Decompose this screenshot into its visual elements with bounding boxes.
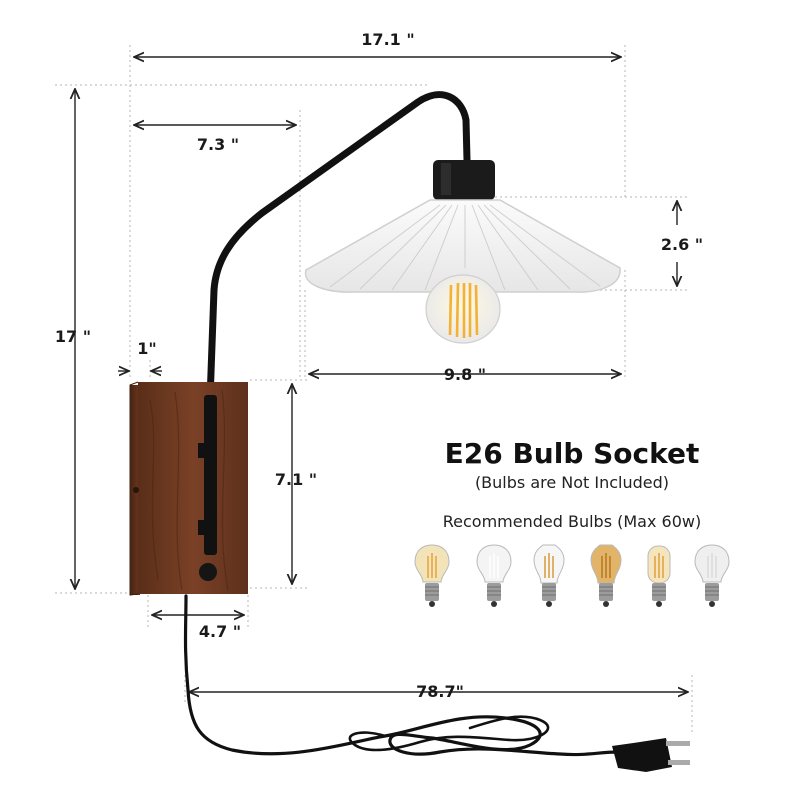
t45-filament-bulb-icon [647, 545, 671, 607]
a19-led-frosted-bulb-icon [694, 544, 730, 607]
a19-led-white-bulb-icon [476, 544, 512, 607]
arm-bracket [204, 395, 217, 555]
arm-reach-label: 7.3 " [197, 135, 239, 154]
mounting-screw-icon [133, 487, 139, 493]
base-width-label: 4.7 " [199, 622, 241, 641]
bulb-filament [448, 282, 479, 338]
recommended-bulbs-label: Recommended Bulbs (Max 60w) [443, 512, 701, 531]
socket-title: E26 Bulb Socket [445, 437, 700, 470]
cord-length-label: 78.7" [416, 682, 464, 701]
lamp-arm [206, 91, 471, 559]
plug-icon [612, 738, 672, 772]
st64-amber-bulb-icon [590, 544, 622, 607]
st64-filament-bulb-icon [533, 544, 565, 607]
base-height-label: 7.1 " [275, 470, 317, 489]
base-depth-label: 1" [137, 339, 156, 358]
total-width-label: 17.1 " [361, 30, 414, 49]
guide-lines [55, 45, 693, 735]
switch-knob [199, 563, 217, 581]
glass-shade [304, 199, 621, 293]
total-height-label: 17 " [55, 327, 91, 346]
shade-ribs [329, 204, 601, 291]
power-cord [183, 594, 620, 757]
socket-note: (Bulbs are Not Included) [475, 473, 669, 492]
wood-base [138, 382, 248, 594]
shade-height-label: 2.6 " [661, 235, 703, 254]
wall-lamp [129, 91, 690, 772]
recommended-bulbs [414, 544, 730, 607]
a19-filament-bulb-icon [414, 544, 450, 607]
dimension-arrows [75, 57, 688, 692]
shade-diameter-label: 9.8 " [444, 365, 486, 384]
